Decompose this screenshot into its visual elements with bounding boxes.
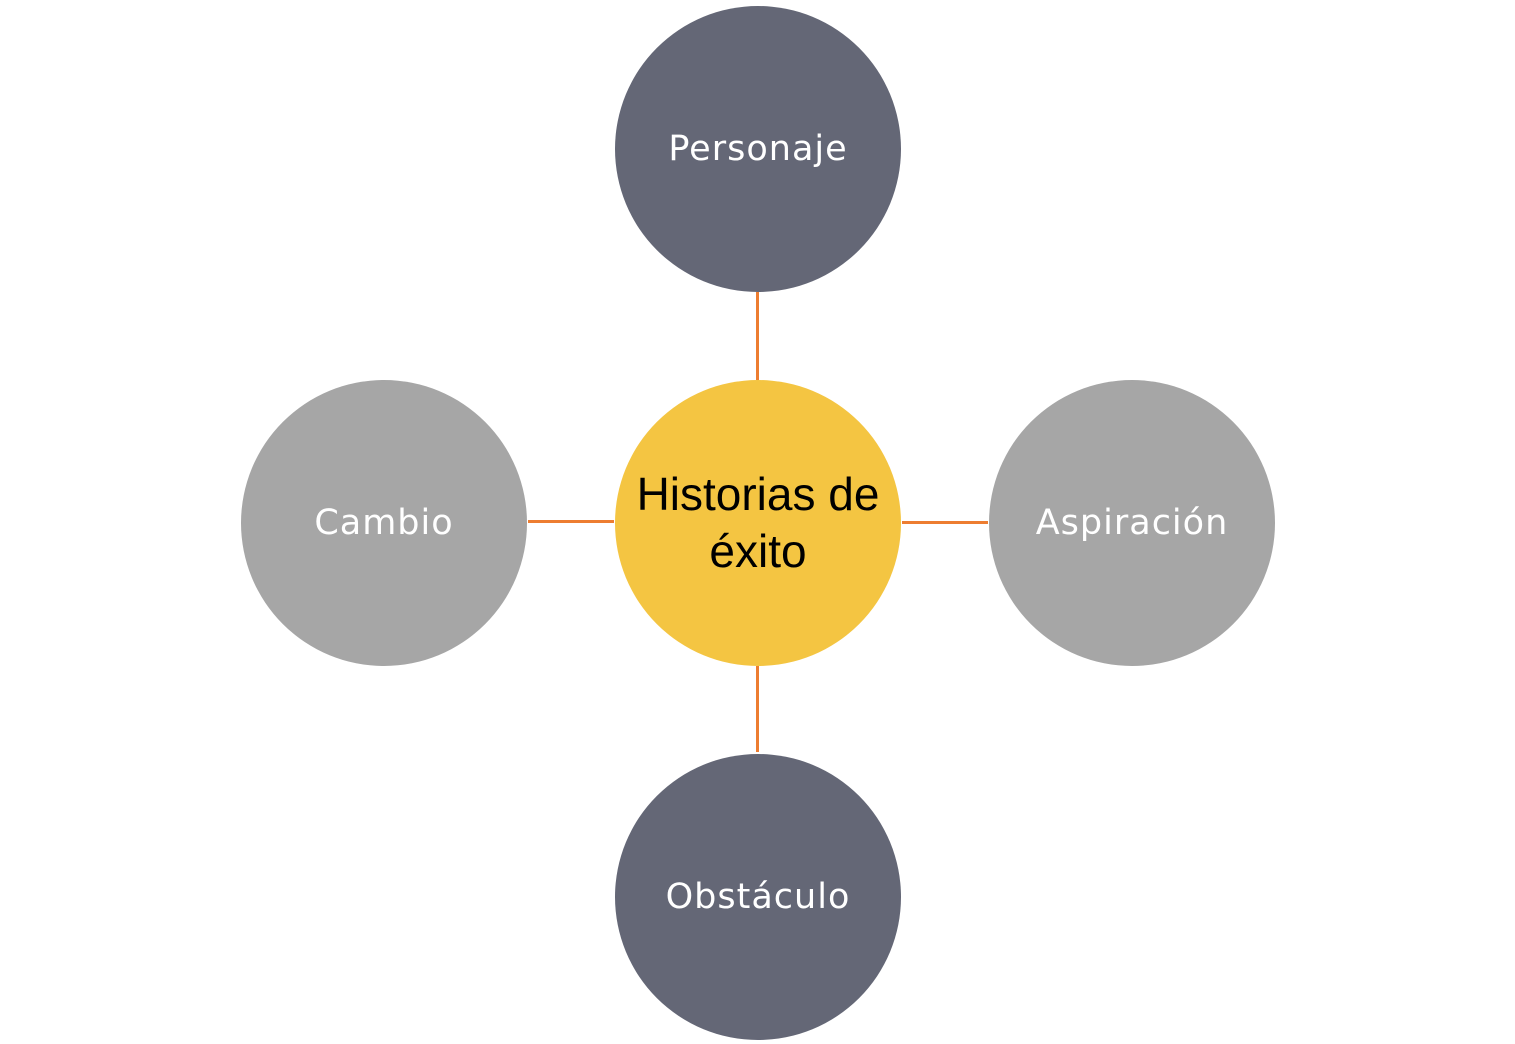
node-obstaculo: Obstáculo xyxy=(615,754,901,1040)
node-cambio-label: Cambio xyxy=(314,503,454,543)
center-label: Historias de éxito xyxy=(636,467,880,578)
node-cambio: Cambio xyxy=(241,380,527,666)
node-personaje-label: Personaje xyxy=(668,129,848,169)
connector-bottom xyxy=(756,666,759,752)
connector-right xyxy=(902,521,988,524)
connector-left xyxy=(528,520,614,523)
node-aspiracion-label: Aspiración xyxy=(1035,503,1229,543)
connector-top xyxy=(756,292,759,380)
node-personaje: Personaje xyxy=(615,6,901,292)
node-aspiracion: Aspiración xyxy=(989,380,1275,666)
node-obstaculo-label: Obstáculo xyxy=(665,877,851,917)
node-center: Historias de éxito xyxy=(615,380,901,666)
